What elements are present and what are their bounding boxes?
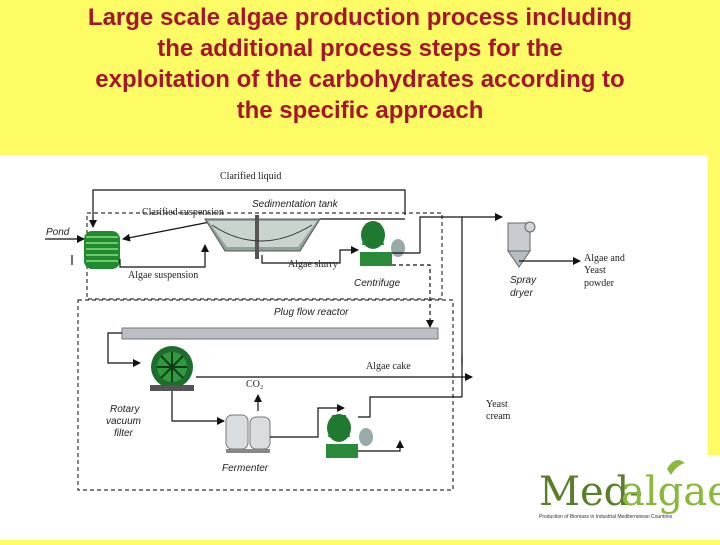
algae-slurry-line: [261, 246, 359, 264]
label-sedimentation-tank: Sedimentation tank: [252, 199, 339, 210]
clarified-liquid-line: [89, 189, 406, 228]
pond-coil: [84, 231, 120, 269]
clarified-suspension-line: [122, 220, 216, 242]
label-spray-dryer-1: Spray: [510, 275, 537, 286]
label-clarified-liquid: Clarified liquid: [220, 171, 281, 182]
label-rotary-1: Rotary: [110, 404, 140, 415]
label-spray-dryer-2: dryer: [510, 288, 533, 299]
centrifuge-to-reactor: [392, 264, 434, 328]
label-algae-yeast-1: Algae and: [584, 253, 625, 264]
label-pond: Pond: [46, 227, 70, 238]
label-rotary-3: filter: [114, 428, 134, 439]
page-title: Large scale algae production process inc…: [0, 2, 720, 126]
centrifuge-2: [326, 414, 373, 458]
dashed-region-bottom: [77, 299, 454, 491]
label-centrifuge: Centrifuge: [354, 278, 401, 289]
algae-suspension-line: [119, 244, 209, 268]
rotary-vacuum-filter: [150, 346, 194, 391]
label-yeast-cream-2: cream: [486, 411, 511, 422]
dashed-region-top: [86, 212, 443, 300]
spray-dryer: [507, 221, 536, 268]
title-line-1: Large scale algae production process inc…: [87, 4, 633, 31]
label-algae-yeast-3: powder: [584, 278, 615, 289]
reactor-to-filter: [107, 332, 141, 367]
fermenter: [225, 414, 271, 453]
centrifuge2-out: [358, 440, 404, 452]
filter-to-fermenter: [171, 391, 225, 425]
logo-med: Med-: [539, 469, 643, 515]
title-line-4: the specific approach: [236, 97, 484, 124]
label-clarified-suspension: Clarified suspension: [142, 207, 224, 218]
label-algae-yeast-2: Yeast: [584, 265, 606, 276]
title-line-2: the additional process steps for the: [157, 35, 563, 62]
label-rotary-2: vacuum: [106, 416, 141, 427]
label-plug-flow-reactor: Plug flow reactor: [274, 307, 349, 318]
title-line-3: exploitation of the carbohydrates accord…: [95, 66, 625, 93]
logo-tagline: Production of Biomass in Industrial Medi…: [539, 514, 673, 520]
process-diagram: Clarified liquid Pond Clarified suspensi…: [0, 155, 708, 540]
yeast-cream-line: [358, 396, 462, 418]
med-algae-logo: Med- algae Production of Biomass in Indu…: [535, 455, 720, 540]
label-yeast-cream-1: Yeast: [486, 399, 508, 410]
leaf-icon: [667, 460, 685, 475]
label-algae-suspension: Algae suspension: [128, 270, 198, 281]
logo-algae: algae: [621, 469, 720, 515]
plug-flow-reactor: [121, 327, 439, 340]
sedimentation-tank: [204, 215, 321, 259]
to-spray-dryer-line: [419, 216, 463, 365]
label-algae-cake: Algae cake: [366, 361, 411, 372]
label-co2: CO₂: [246, 379, 263, 390]
label-algae-slurry: Algae slurry: [288, 259, 338, 270]
fermenter-to-centrifuge: [270, 404, 345, 438]
centrifuge-1: [360, 221, 405, 266]
label-fermenter: Fermenter: [222, 463, 269, 474]
